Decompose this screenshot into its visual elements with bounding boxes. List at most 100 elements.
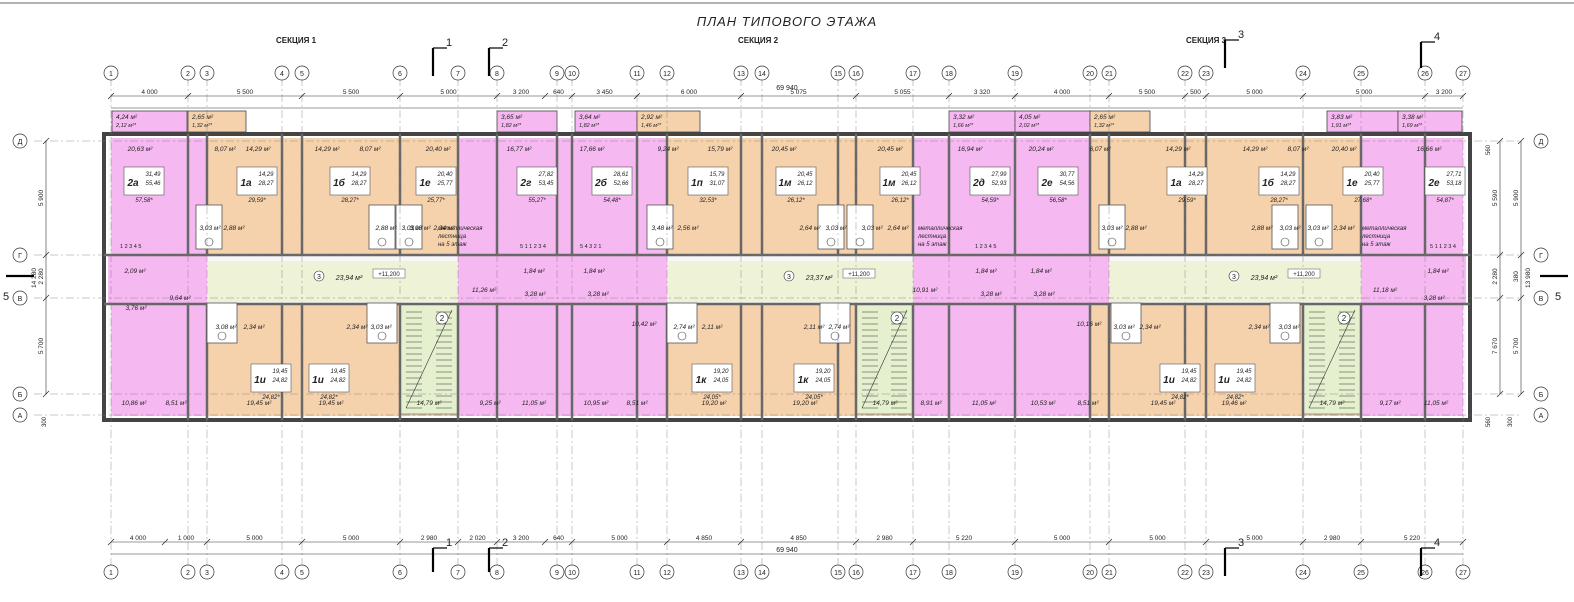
- axis-label: 27: [1459, 71, 1467, 78]
- axis-label: 1: [109, 570, 113, 577]
- dimension-bottom-tick: [1105, 538, 1113, 546]
- room-area: 3,03 м²: [1113, 324, 1135, 331]
- apartment-reduced-area: 28,27*: [1269, 198, 1288, 204]
- axis-bubble: [1198, 564, 1214, 580]
- apartment-reduced-area: 27,68*: [1353, 198, 1372, 204]
- apartment-tag: [1159, 363, 1201, 393]
- balcony-area: 3,83 м²: [1331, 114, 1353, 121]
- dimension-bottom-value: 4 850: [696, 535, 713, 542]
- stair-note: на 5 этаж: [918, 242, 948, 248]
- apartment-code: 1б: [1262, 177, 1275, 189]
- dimension-bottom-value: 2 980: [876, 535, 893, 542]
- apartment-reduced-area: 24,05*: [702, 395, 721, 401]
- axis-label: В: [1539, 296, 1544, 303]
- dimension-top-tick: [1181, 92, 1189, 100]
- room-area: 2,34 м²: [432, 225, 455, 232]
- room-area: 19,46 м²: [1222, 400, 1248, 407]
- toilet-icon: [655, 237, 665, 247]
- apartment-total-area: 24,05: [712, 378, 729, 384]
- apartment-tag: [1342, 166, 1384, 196]
- axis-label: 25: [1357, 570, 1365, 577]
- apartment-code: 1и: [254, 375, 266, 386]
- room-area: 2,34 м²: [1332, 225, 1355, 232]
- dimension-bottom-tick: [203, 538, 211, 546]
- dimension-bottom-tick: [1011, 538, 1019, 546]
- axis-label: 16: [852, 570, 860, 577]
- dimension-top-tick: [1299, 92, 1307, 100]
- room-number-bubble: [783, 270, 795, 282]
- bathroom: [1269, 302, 1301, 344]
- balcony-area-half: 2,12 м²*: [115, 123, 137, 129]
- room-area: 1,84 м²: [1030, 268, 1052, 275]
- bathroom: [206, 302, 238, 344]
- room-area: 3,03 м²: [370, 324, 392, 331]
- axis-label: 6: [398, 71, 402, 78]
- toilet-icon: [1280, 331, 1290, 341]
- room-area: 2,11 м²: [701, 324, 723, 331]
- room-area: 3,03 м²: [199, 225, 221, 232]
- bathroom: [846, 204, 874, 250]
- balcony-area-half: 1,32 м²*: [1094, 123, 1115, 129]
- room-area: 8,07 м²: [214, 146, 236, 153]
- bathroom: [366, 302, 398, 344]
- apartment-total-area: 31,07: [709, 181, 725, 187]
- apartment-living-area: 19,45: [1181, 369, 1197, 375]
- apartment-living-area: 19,45: [330, 369, 346, 375]
- section-cut-3-label: 3: [1238, 537, 1244, 549]
- apartment-tag: [516, 166, 558, 196]
- room-area: 17,66 м²: [580, 146, 606, 153]
- room-area: 8,91 м²: [920, 400, 942, 407]
- axis-label: 21: [1105, 570, 1113, 577]
- apartment-living-area: 19,45: [1236, 369, 1252, 375]
- room-area: 3,28 м²: [1033, 291, 1055, 298]
- axis-label: 13: [737, 570, 745, 577]
- bathroom: [1305, 204, 1333, 250]
- room-area: 20,40 м²: [1331, 146, 1358, 153]
- dimension-bottom-tick: [454, 538, 462, 546]
- dimension-top-value: 5 075: [790, 89, 807, 96]
- apartment-tag: [687, 166, 729, 196]
- ventilation-count: 1 2 3 4 5: [120, 244, 141, 250]
- room-area: 14,29 м²: [1166, 146, 1192, 153]
- section-label-2: СЕКЦИЯ 2: [738, 36, 779, 45]
- ventilation-count: 5 4 3 2 1: [580, 244, 601, 250]
- dimension-top-tick: [396, 92, 404, 100]
- dimension-top-tick: [1421, 92, 1429, 100]
- balcony-area: 3,64 м²: [579, 114, 601, 121]
- axis-bubble: [12, 133, 28, 149]
- dimension-bottom-tick: [852, 538, 860, 546]
- axis-label: 11: [633, 71, 640, 78]
- apartment-zone-upper: [111, 138, 207, 255]
- apartment-zone-hall: [108, 255, 207, 304]
- apartment-tag: [123, 166, 165, 196]
- axis-bubble: [1101, 564, 1117, 580]
- axis-bubble: [733, 65, 749, 81]
- room-area: 19,20 м²: [702, 400, 728, 407]
- axis-bubble: [659, 65, 675, 81]
- apartment-code: 1а: [1170, 178, 1182, 189]
- axis-label: 9: [555, 570, 559, 577]
- dimension-bottom-value: 5 000: [343, 535, 360, 542]
- axis-label: 14: [758, 570, 766, 577]
- balcony-area-half: 1,82 м²*: [501, 123, 522, 129]
- dimension-top-value: 3 450: [596, 89, 613, 96]
- toilet-icon: [404, 237, 414, 247]
- dimension-bottom-value: 5 000: [1149, 535, 1166, 542]
- apartment-living-area: 14,29: [1188, 172, 1204, 178]
- apartment-living-area: 27,82: [537, 172, 554, 178]
- apartment-code: 2е: [1427, 178, 1440, 189]
- section-label-1: СЕКЦИЯ 1: [276, 36, 317, 45]
- axis-label: 18: [945, 71, 953, 78]
- stair-note: на 5 этаж: [1362, 242, 1392, 248]
- dimension-bottom-value: 3 200: [513, 535, 530, 542]
- room-area: 2,34 м²: [242, 324, 265, 331]
- room-area: 8,07 м²: [1287, 146, 1309, 153]
- axis-label: 3: [205, 71, 209, 78]
- room-area: 14,79 м²: [873, 400, 899, 407]
- apartment-tag: [1037, 166, 1079, 196]
- axis-label: 12: [663, 570, 671, 577]
- axis-bubble: [103, 564, 119, 580]
- level-mark: [842, 268, 876, 279]
- apartment-zone-hall: [1015, 255, 1109, 304]
- room-area: 9,64 м²: [169, 295, 191, 302]
